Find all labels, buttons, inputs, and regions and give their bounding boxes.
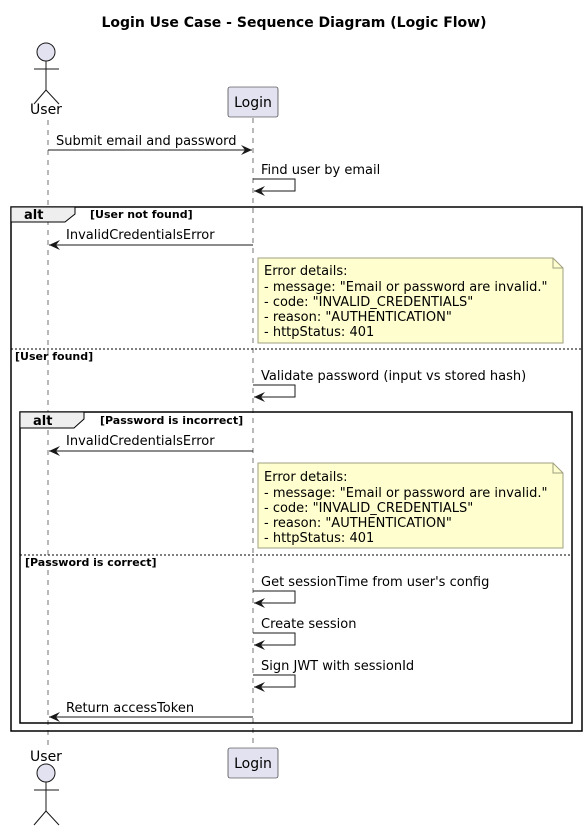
- note-error-details-2: [257, 462, 564, 549]
- message-validate-password-arrow: [253, 384, 296, 402]
- actor-user-bottom-label: User: [30, 749, 62, 765]
- message-sign-jwt-arrow: [253, 674, 296, 692]
- note-1-line-5: - httpStatus: 401: [264, 325, 374, 340]
- diagram-title: Login Use Case - Sequence Diagram (Logic…: [101, 15, 486, 31]
- alt-guard-user-found: [User found]: [15, 350, 93, 363]
- message-create-session-label: Create session: [261, 617, 356, 632]
- alt-guard-user-not-found: [User not found]: [90, 208, 193, 221]
- message-invalid-credentials-1-label: InvalidCredentialsError: [66, 228, 215, 243]
- actor-user-top: [33, 42, 60, 105]
- participant-login-bottom: [227, 747, 279, 779]
- note-1-line-1: Error details:: [264, 264, 348, 279]
- note-2-line-5: - httpStatus: 401: [264, 531, 374, 546]
- note-1-line-2: - message: "Email or password are invali…: [264, 280, 547, 295]
- message-validate-password-label: Validate password (input vs stored hash): [261, 369, 526, 384]
- message-create-session-arrow: [253, 632, 296, 650]
- message-invalid-credentials-2-label: InvalidCredentialsError: [66, 434, 215, 449]
- message-find-user-label: Find user by email: [261, 163, 380, 178]
- participant-login-top: [227, 86, 279, 118]
- actor-user-bottom: [33, 763, 60, 826]
- note-1-line-3: - code: "INVALID_CREDENTIALS": [264, 295, 473, 310]
- note-2-line-3: - code: "INVALID_CREDENTIALS": [264, 501, 473, 516]
- alt-frame-outer: [10, 206, 583, 732]
- note-2-line-2: - message: "Email or password are invali…: [264, 486, 547, 501]
- alt-frame-outer-tab: [10, 206, 76, 223]
- alt-frame-inner: [19, 411, 573, 724]
- alt-frame-inner-tab: [19, 411, 85, 429]
- alt-frame-outer-label: alt: [24, 208, 43, 223]
- participant-login-top-label: Login: [234, 95, 272, 111]
- message-submit-label: Submit email and password: [56, 134, 237, 149]
- actor-user-top-label: User: [30, 102, 62, 118]
- note-error-details-1: [257, 257, 564, 344]
- note-1-line-4: - reason: "AUTHENTICATION": [264, 310, 452, 325]
- message-get-session-time-label: Get sessionTime from user's config: [261, 575, 489, 590]
- note-2-line-4: - reason: "AUTHENTICATION": [264, 516, 452, 531]
- alt-guard-password-correct: [Password is correct]: [25, 556, 157, 569]
- message-find-user-arrow: [253, 178, 296, 196]
- message-return-token-label: Return accessToken: [66, 701, 194, 716]
- participant-login-bottom-label: Login: [234, 756, 272, 772]
- note-2-line-1: Error details:: [264, 470, 348, 485]
- message-sign-jwt-label: Sign JWT with sessionId: [261, 659, 414, 674]
- message-get-session-time-arrow: [253, 590, 296, 608]
- alt-guard-password-incorrect: [Password is incorrect]: [100, 414, 243, 427]
- alt-frame-inner-label: alt: [33, 414, 52, 429]
